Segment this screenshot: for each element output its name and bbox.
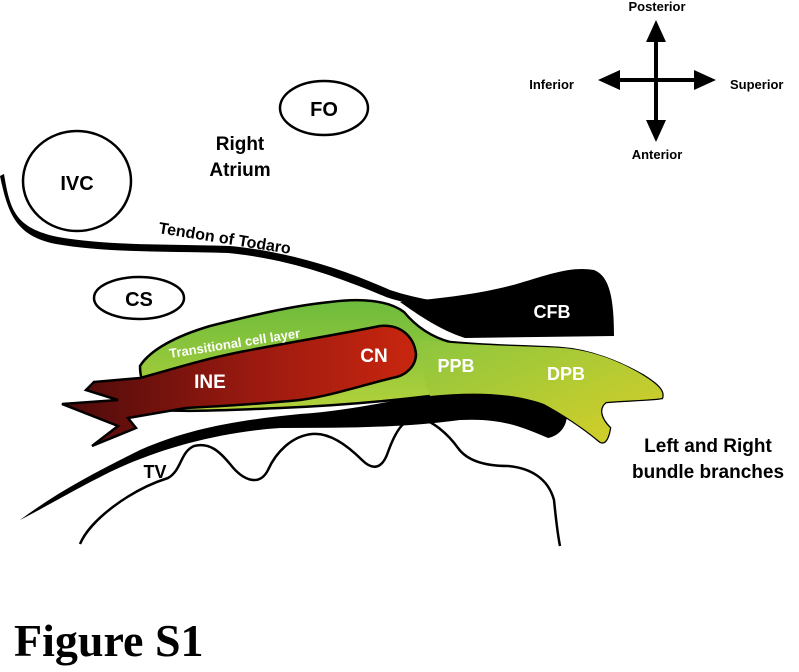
lower-black-band-shape: [20, 386, 567, 520]
fo-label: FO: [310, 99, 338, 121]
bundle-branches-label-line2: bundle branches: [632, 462, 784, 483]
ivc-label: IVC: [60, 173, 93, 195]
right-atrium-label-line2: Atrium: [209, 160, 270, 181]
tv-label: TV: [143, 462, 166, 482]
bundle-branch-shape: [420, 340, 663, 443]
cfb-shape: [400, 268, 614, 338]
cn-label: CN: [360, 346, 387, 367]
fo-shape: [278, 79, 370, 137]
compass-anterior-label: Anterior: [632, 147, 683, 162]
compass-superior-label: Superior: [730, 77, 783, 92]
dpb-label: DPB: [547, 364, 585, 384]
cs-shape: [92, 275, 186, 321]
cs-label: CS: [125, 289, 153, 311]
ine-label: INE: [194, 372, 226, 393]
arrow-right-icon: [694, 70, 716, 90]
ppb-label: PPB: [437, 356, 474, 376]
tricuspid-valve-outline: [78, 416, 562, 547]
cfb-label: CFB: [534, 302, 571, 322]
compass-inferior-label: Inferior: [529, 77, 574, 92]
arrow-left-icon: [598, 70, 620, 90]
right-atrium-label-line1: Right: [216, 134, 265, 155]
compass-posterior-label: Posterior: [628, 0, 685, 14]
ivc-shape: [21, 129, 133, 233]
bundle-branches-label-line1: Left and Right: [644, 436, 772, 457]
orientation-compass: Posterior Anterior Inferior Superior: [529, 0, 783, 162]
arrow-up-icon: [646, 20, 666, 42]
arrow-down-icon: [646, 120, 666, 142]
compact-node-shape: [61, 324, 418, 448]
figure-caption: Figure S1: [14, 615, 204, 666]
tendon-of-todaro-shape: [0, 174, 480, 311]
